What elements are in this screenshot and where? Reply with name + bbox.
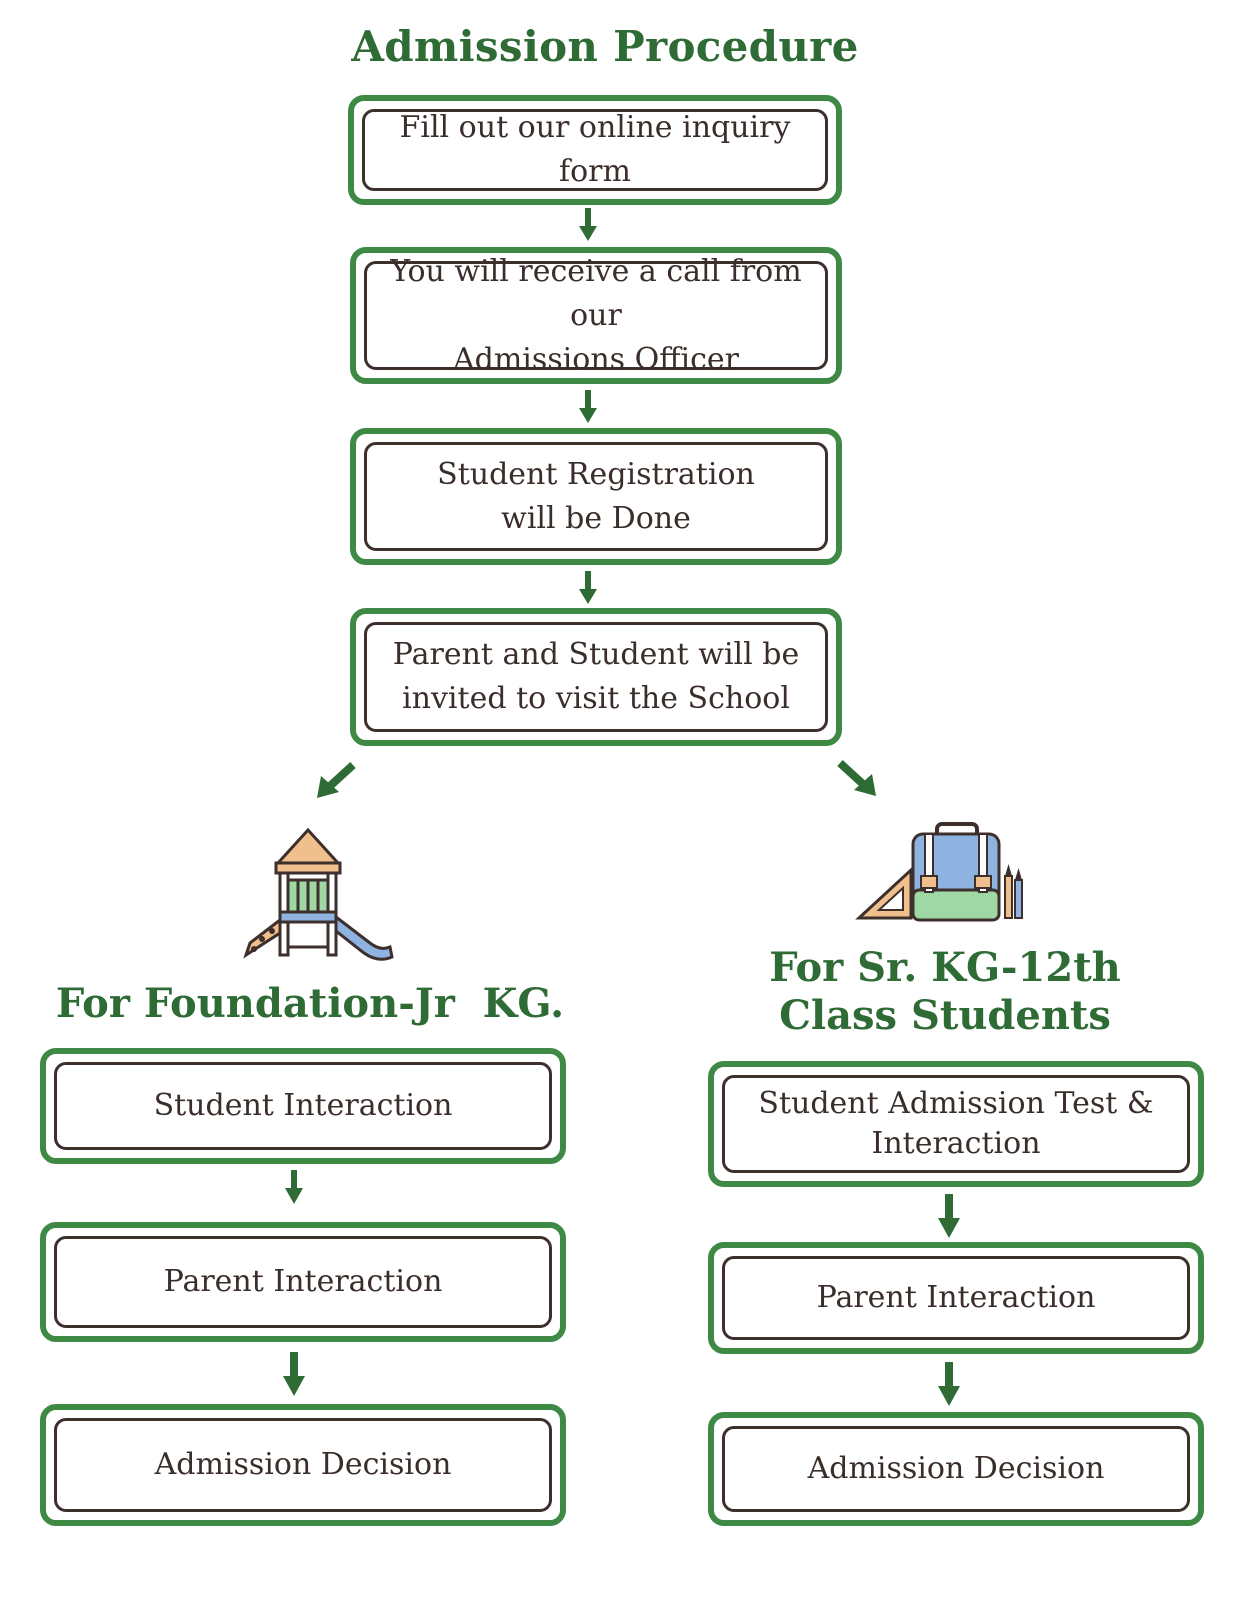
arrow-down-icon xyxy=(579,571,597,604)
arrow-down-icon xyxy=(938,1194,960,1238)
left-step-admission-decision: Admission Decision xyxy=(40,1404,566,1526)
right-branch-heading-line2: Class Students xyxy=(779,992,1111,1039)
step-label: Student Interaction xyxy=(153,1088,453,1123)
arrow-down-icon xyxy=(579,208,597,241)
right-step-parent-interaction: Parent Interaction xyxy=(708,1242,1204,1354)
step-call-from-officer: You will receive a call from our Admissi… xyxy=(350,247,842,384)
step-student-registration: Student Registration will be Done xyxy=(350,428,842,565)
step-label: You will receive a call from our Admissi… xyxy=(390,253,802,377)
right-step-admission-test: Student Admission Test & Interaction xyxy=(708,1061,1204,1187)
arrow-down-left-icon xyxy=(317,762,356,798)
step-label: Parent Interaction xyxy=(163,1264,443,1299)
school-bag-icon xyxy=(855,822,1023,922)
step-school-visit: Parent and Student will be invited to vi… xyxy=(350,608,842,746)
arrow-down-icon xyxy=(938,1362,960,1406)
right-step-admission-decision: Admission Decision xyxy=(708,1412,1204,1526)
step-label: Fill out our online inquiry form xyxy=(399,110,791,189)
arrow-down-icon xyxy=(283,1352,305,1396)
step-label: Student Registration will be Done xyxy=(437,456,755,536)
step-inquiry-form: Fill out our online inquiry form xyxy=(348,95,842,205)
step-label: Admission Decision xyxy=(807,1451,1105,1486)
right-branch-heading-line1: For Sr. KG-12th xyxy=(769,944,1121,991)
left-step-parent-interaction: Parent Interaction xyxy=(40,1222,566,1342)
step-label: Student Admission Test & Interaction xyxy=(758,1086,1154,1161)
left-branch-heading: For Foundation-Jr KG. xyxy=(55,980,565,1027)
step-label: Admission Decision xyxy=(154,1447,452,1482)
left-step-student-interaction: Student Interaction xyxy=(40,1048,566,1164)
arrow-down-right-icon xyxy=(837,760,876,796)
step-label: Parent and Student will be invited to vi… xyxy=(392,637,800,716)
arrow-down-icon xyxy=(579,390,597,423)
arrow-down-icon xyxy=(285,1170,303,1204)
right-branch-heading: For Sr. KG-12th Class Students xyxy=(700,944,1190,1040)
page-title: Admission Procedure xyxy=(351,22,859,71)
playground-slide-icon xyxy=(243,827,394,961)
step-label: Parent Interaction xyxy=(816,1280,1096,1315)
